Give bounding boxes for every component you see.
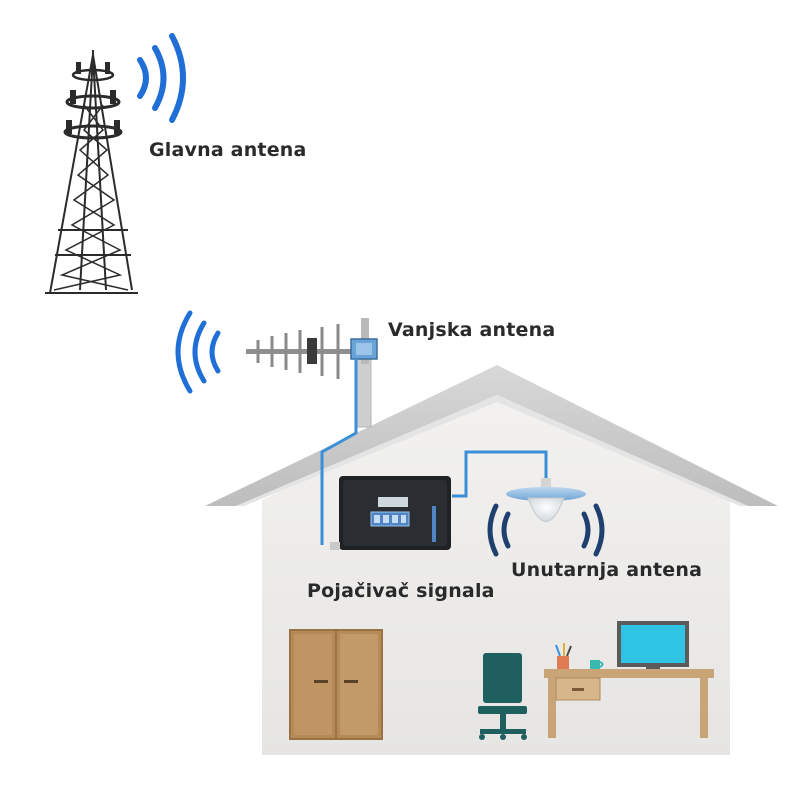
cabinet-icon <box>289 629 383 740</box>
desk-icon <box>544 669 714 738</box>
pencil-cup-icon <box>555 643 572 669</box>
mug-icon <box>590 660 604 669</box>
indoor-antenna-label: Unutarnja antena <box>511 559 703 581</box>
outdoor-antenna-label: Vanjska antena <box>388 319 556 341</box>
office-chair-icon <box>478 653 527 740</box>
cables <box>320 358 548 545</box>
signal-waves-icon <box>487 503 605 557</box>
signal-waves-icon <box>175 310 221 394</box>
signal-booster-icon <box>330 476 451 550</box>
cell-tower-icon <box>45 50 138 294</box>
yagi-antenna-icon <box>246 318 378 379</box>
signal-booster-label: Pojačivač signala <box>307 580 495 602</box>
main-antenna-label: Glavna antena <box>149 139 307 161</box>
signal-waves-icon <box>137 33 186 123</box>
monitor-icon <box>617 621 689 669</box>
ceiling-antenna-icon <box>506 478 586 522</box>
